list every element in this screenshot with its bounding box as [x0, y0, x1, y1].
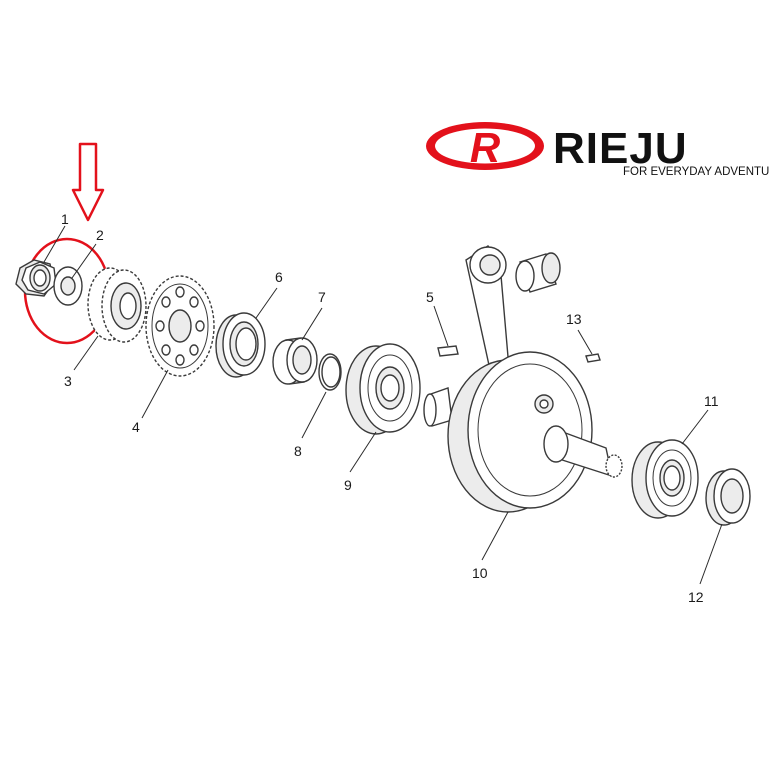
callout-10: 10: [472, 565, 488, 581]
callout-1: 1: [61, 211, 69, 227]
part-11-ball-bearing: [631, 439, 699, 519]
rieju-logo: R RIEJU FOR EVERYDAY ADVENTURE: [426, 122, 770, 178]
callout-3: 3: [64, 373, 72, 389]
part-3-pinion-gear: [87, 267, 147, 343]
highlight-arrow: [71, 142, 105, 222]
leader-lines: [43, 225, 723, 585]
logo-letter: R: [470, 124, 501, 171]
callout-8: 8: [294, 443, 302, 459]
callout-6: 6: [275, 269, 283, 285]
down-arrow-icon: [71, 142, 105, 222]
callout-2: 2: [96, 227, 104, 243]
callout-13: 13: [566, 311, 582, 327]
part-10-crankshaft: [423, 245, 623, 513]
callout-9: 9: [344, 477, 352, 493]
logo-oval-inner: [435, 128, 535, 164]
part-6-oil-seal: [215, 312, 266, 378]
brand-name: RIEJU: [553, 124, 688, 173]
part-12-oil-seal: [705, 468, 751, 526]
part-8-o-ring: [318, 353, 342, 391]
part-13-key: [585, 353, 601, 363]
part-2-washer: [53, 266, 83, 306]
callout-5: 5: [426, 289, 434, 305]
brand-tagline: FOR EVERYDAY ADVENTURE: [623, 166, 770, 178]
part-9-ball-bearing: [345, 343, 421, 435]
callout-4: 4: [132, 419, 140, 435]
part-7-bushing: [272, 337, 318, 385]
callout-12: 12: [688, 589, 704, 605]
callout-7: 7: [318, 289, 326, 305]
callout-labels: 1 2 3 4 5 6 7 8 9 10 11 12 13: [61, 211, 719, 605]
part-5-key: [437, 345, 459, 357]
part-4-primary-gear: [145, 275, 215, 377]
callout-11: 11: [704, 393, 719, 409]
part-1-nut: [15, 259, 57, 297]
needle-roller-bearing: [515, 252, 561, 293]
